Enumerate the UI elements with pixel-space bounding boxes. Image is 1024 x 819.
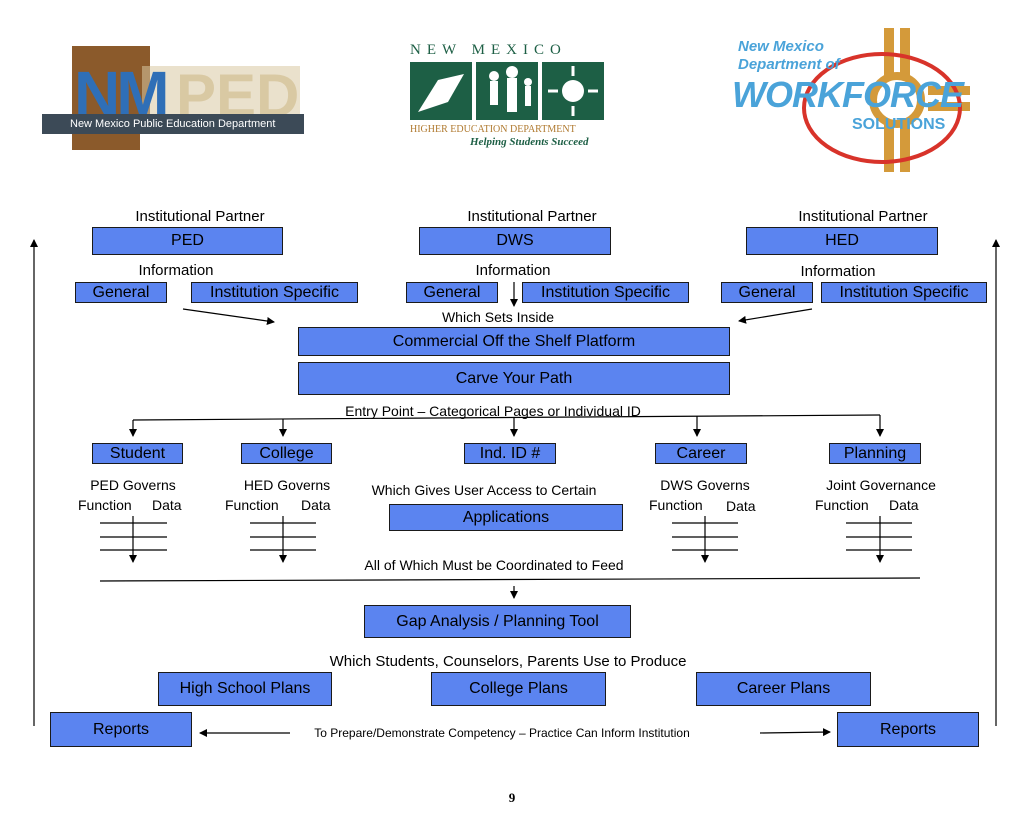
college-box: College [241,443,332,464]
college-stack [250,516,316,563]
applications-box: Applications [389,504,623,531]
hed-general-box: General [721,282,813,303]
reports-right-arrow [759,728,831,737]
student-stack [100,516,167,563]
ped-general-box: General [75,282,167,303]
nmdws-logo-line4: SOLUTIONS [852,116,946,133]
hed-specific-box: Institution Specific [821,282,987,303]
produce-label: Which Students, Counselors, Parents Use … [329,653,687,670]
prepare-competency-label: To Prepare/Demonstrate Competency – Prac… [314,726,690,740]
career-function-label: Function [649,497,703,513]
nmdws-logo-line1: New Mexico [738,38,824,55]
dws-information-label: Information [475,262,551,279]
gap-analysis-box: Gap Analysis / Planning Tool [364,605,631,638]
ped-governs-label: PED Governs [90,477,176,493]
hed-partner-heading: Institutional Partner [798,208,928,225]
dws-partner-box: DWS [419,227,611,255]
career-data-label: Data [726,498,756,514]
nmped-logo: NM PED New Mexico Public Education Depar… [42,44,304,152]
nmdws-logo: New Mexico Department of WORKFORCE SOLUT… [732,28,972,172]
ped-information-label: Information [138,262,214,279]
hed-governs-label: HED Governs [243,477,331,493]
ped-partner-heading: Institutional Partner [135,208,265,225]
hed-info-arrow [738,308,813,324]
high-school-plans-box: High School Plans [158,672,332,706]
cots-platform-box: Commercial Off the Shelf Platform [298,327,730,356]
ped-info-arrow [182,308,275,325]
reports-left-box: Reports [50,712,192,747]
nmdws-logo-line2: Department of [738,56,840,73]
nmped-logo-subtitle: New Mexico Public Education Department [70,118,276,130]
nmhed-logo-line2: Helping Students Succeed [470,136,589,148]
planning-stack [846,516,912,563]
carve-your-path-box: Carve Your Path [298,362,730,395]
user-access-label: Which Gives User Access to Certain [371,482,597,498]
ped-partner-box: PED [92,227,283,255]
dws-partner-heading: Institutional Partner [467,208,597,225]
dws-governs-label: DWS Governs [660,477,750,493]
nmhed-logo: NEW MEXICO HIGHER EDUCATION DEPARTMENT H… [408,42,608,152]
reports-right-box: Reports [837,712,979,747]
hed-information-label: Information [800,263,876,280]
student-function-label: Function [78,497,132,513]
nmhed-logo-line1: HIGHER EDUCATION DEPARTMENT [410,124,576,135]
planning-function-label: Function [815,497,869,513]
which-sets-inside-label: Which Sets Inside [441,309,555,325]
coordinated-label: All of Which Must be Coordinated to Feed [364,557,624,573]
ind-id-box: Ind. ID # [464,443,556,464]
college-function-label: Function [225,497,279,513]
planning-box: Planning [829,443,921,464]
career-plans-box: Career Plans [696,672,871,706]
student-data-label: Data [152,497,182,513]
dws-general-box: General [406,282,498,303]
hed-partner-box: HED [746,227,938,255]
dws-specific-box: Institution Specific [522,282,689,303]
college-data-label: Data [301,497,331,513]
nmdws-logo-line3: WORKFORCE [732,74,964,115]
nmhed-logo-top: NEW MEXICO [410,42,567,58]
planning-data-label: Data [889,497,919,513]
student-box: Student [92,443,183,464]
entry-point-label: Entry Point – Categorical Pages or Indiv… [345,403,641,419]
joint-governance-label: Joint Governance [826,477,936,493]
ped-specific-box: Institution Specific [191,282,358,303]
career-stack [672,516,738,563]
career-box: Career [655,443,747,464]
page-number: 9 [508,790,516,805]
college-plans-box: College Plans [431,672,606,706]
